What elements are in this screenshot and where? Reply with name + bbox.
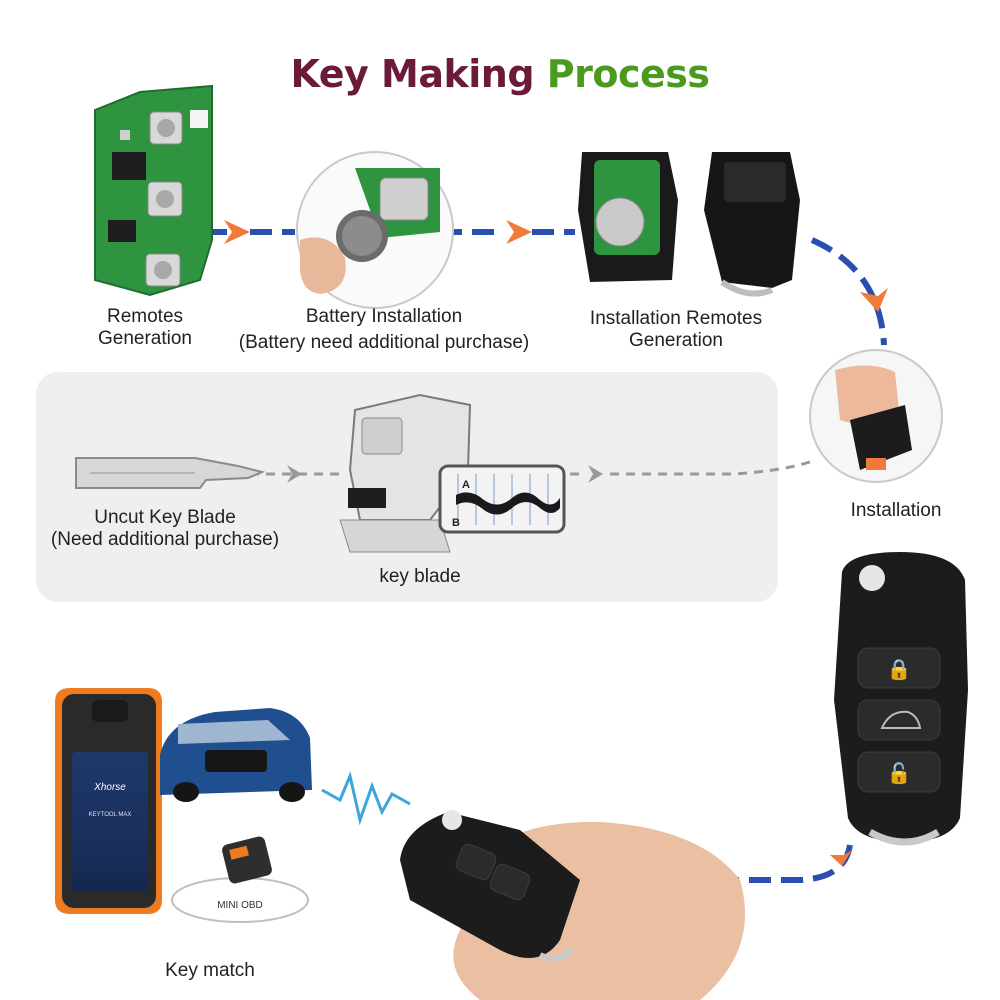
- battery-installation-image: [296, 151, 454, 309]
- mini-obd-text: MINI OBD: [217, 900, 263, 911]
- svg-text:🔒: 🔒: [887, 657, 912, 681]
- arrow-battery-to-installation-remotes: [440, 220, 575, 244]
- uncut-key-blade-image: [75, 457, 266, 489]
- device-model-text: KEYTOOL MAX: [89, 812, 132, 818]
- title-part-2: Process: [546, 52, 710, 96]
- label-remotes-generation-line1: Remotes: [106, 306, 184, 327]
- mini-obd-image: MINI OBD: [171, 836, 309, 923]
- title-part-1: Key Making: [290, 52, 547, 96]
- label-battery-installation-note: (Battery need additional purchase): [238, 332, 530, 353]
- blade-profile-screen: [438, 464, 566, 534]
- label-installation-remotes-line1: Installation Remotes: [589, 308, 763, 329]
- flip-key-image: 🔒 🔓: [834, 552, 968, 846]
- car-image: [160, 708, 312, 802]
- blade-mark-b: B: [452, 517, 460, 529]
- label-uncut-key-blade-title: Uncut Key Blade: [94, 507, 236, 528]
- svg-text:🔓: 🔓: [887, 761, 912, 785]
- pcb-board-image: [94, 84, 213, 297]
- installation-image: [809, 349, 943, 483]
- label-installation-remotes-generation: Installation Remotes Generation: [566, 308, 786, 352]
- opened-remote-case-image: [578, 152, 800, 297]
- label-key-blade: key blade: [379, 566, 461, 587]
- blade-mark-a: A: [462, 479, 470, 491]
- page-title: Key Making Process: [0, 52, 1000, 96]
- label-uncut-key-blade: Uncut Key Blade (Need additional purchas…: [40, 507, 290, 551]
- label-remotes-generation: Remotes Generation: [70, 306, 220, 350]
- label-battery-installation-title: Battery Installation: [305, 306, 463, 327]
- label-battery-installation: Battery Installation (Battery need addit…: [226, 306, 542, 354]
- signal-wave: [321, 771, 411, 826]
- label-installation-remotes-line2: Generation: [628, 330, 723, 351]
- keytool-max-device-image: Xhorse KEYTOOL MAX: [55, 688, 162, 914]
- hand-with-key-image: [400, 810, 745, 1000]
- arrow-installation-remotes-to-installation: [810, 237, 888, 346]
- label-key-match: Key match: [165, 960, 255, 981]
- arrow-remotes-to-battery: [205, 220, 295, 244]
- device-brand-text: Xhorse: [93, 782, 126, 793]
- label-remotes-generation-line2: Generation: [97, 328, 192, 349]
- label-installation: Installation: [850, 500, 942, 521]
- label-uncut-key-blade-note: (Need additional purchase): [50, 529, 280, 550]
- arrow-blade-flow: [250, 458, 816, 483]
